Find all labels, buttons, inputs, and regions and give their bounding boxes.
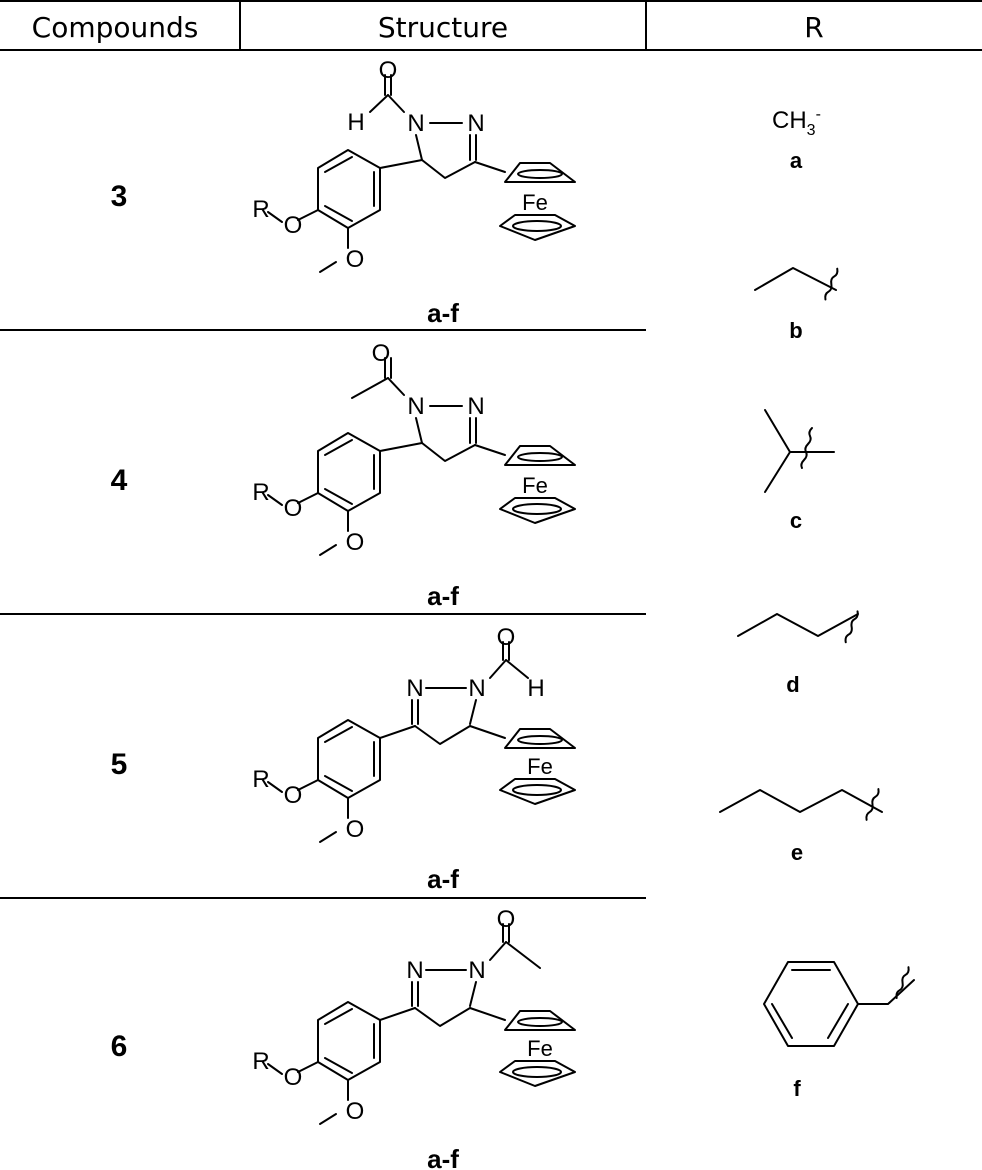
structure-compound-5: O H N N O R O Fe — [252, 624, 576, 843]
compound-number: 5 — [111, 748, 128, 781]
structure-range-label: a-f — [427, 298, 459, 328]
r-group-b: b — [754, 267, 839, 343]
r-group-c: c — [764, 409, 835, 533]
structure-range-label: a-f — [427, 1144, 459, 1170]
oxygen-atom: O — [284, 495, 303, 522]
iron-atom: Fe — [527, 1036, 553, 1061]
r-group-label: d — [786, 672, 799, 697]
oxygen-atom: O — [379, 57, 398, 84]
structure-compound-3: O H N N O R O Fe — [252, 57, 576, 273]
r-atom: R — [252, 479, 269, 506]
r-group-label: a — [790, 148, 803, 173]
hydrogen-atom: H — [527, 675, 544, 702]
iron-atom: Fe — [522, 473, 548, 498]
r-atom: R — [252, 1048, 269, 1075]
r-atom: R — [252, 766, 269, 793]
header-structure: Structure — [378, 11, 508, 44]
oxygen-atom: O — [346, 529, 365, 556]
r-atom: R — [252, 196, 269, 223]
oxygen-atom: O — [372, 340, 391, 367]
structure-range-label: a-f — [427, 864, 459, 894]
r-group-f: f — [763, 961, 915, 1101]
r-group-formula: CH3- — [772, 106, 821, 139]
compound-number: 3 — [111, 180, 128, 213]
compound-number: 6 — [111, 1030, 128, 1063]
nitrogen-atom: N — [406, 957, 423, 984]
structure-compound-6: O N N O R O Fe — [252, 906, 576, 1125]
iron-atom: Fe — [527, 754, 553, 779]
nitrogen-atom: N — [407, 110, 424, 137]
nitrogen-atom: N — [467, 393, 484, 420]
compound-number: 4 — [111, 464, 128, 497]
r-group-a: CH3- a — [772, 106, 821, 173]
structure-compound-4: O N N O R O Fe — [252, 340, 576, 556]
oxygen-atom: O — [284, 212, 303, 239]
structure-range-label: a-f — [427, 581, 459, 611]
oxygen-atom: O — [346, 1098, 365, 1125]
r-group-e: e — [719, 788, 883, 865]
nitrogen-atom: N — [468, 675, 485, 702]
oxygen-atom: O — [497, 906, 516, 933]
r-group-label: f — [793, 1076, 801, 1101]
oxygen-atom: O — [284, 782, 303, 809]
header-compounds: Compounds — [32, 11, 199, 44]
oxygen-atom: O — [346, 816, 365, 843]
r-group-d: d — [737, 610, 859, 697]
nitrogen-atom: N — [407, 393, 424, 420]
nitrogen-atom: N — [468, 957, 485, 984]
nitrogen-atom: N — [467, 110, 484, 137]
oxygen-atom: O — [497, 624, 516, 651]
oxygen-atom: O — [284, 1064, 303, 1091]
hydrogen-atom: H — [347, 109, 364, 136]
r-group-label: e — [791, 840, 803, 865]
nitrogen-atom: N — [406, 675, 423, 702]
iron-atom: Fe — [522, 190, 548, 215]
r-group-label: b — [789, 318, 802, 343]
header-r: R — [804, 11, 823, 44]
oxygen-atom: O — [346, 246, 365, 273]
r-group-label: c — [790, 508, 802, 533]
